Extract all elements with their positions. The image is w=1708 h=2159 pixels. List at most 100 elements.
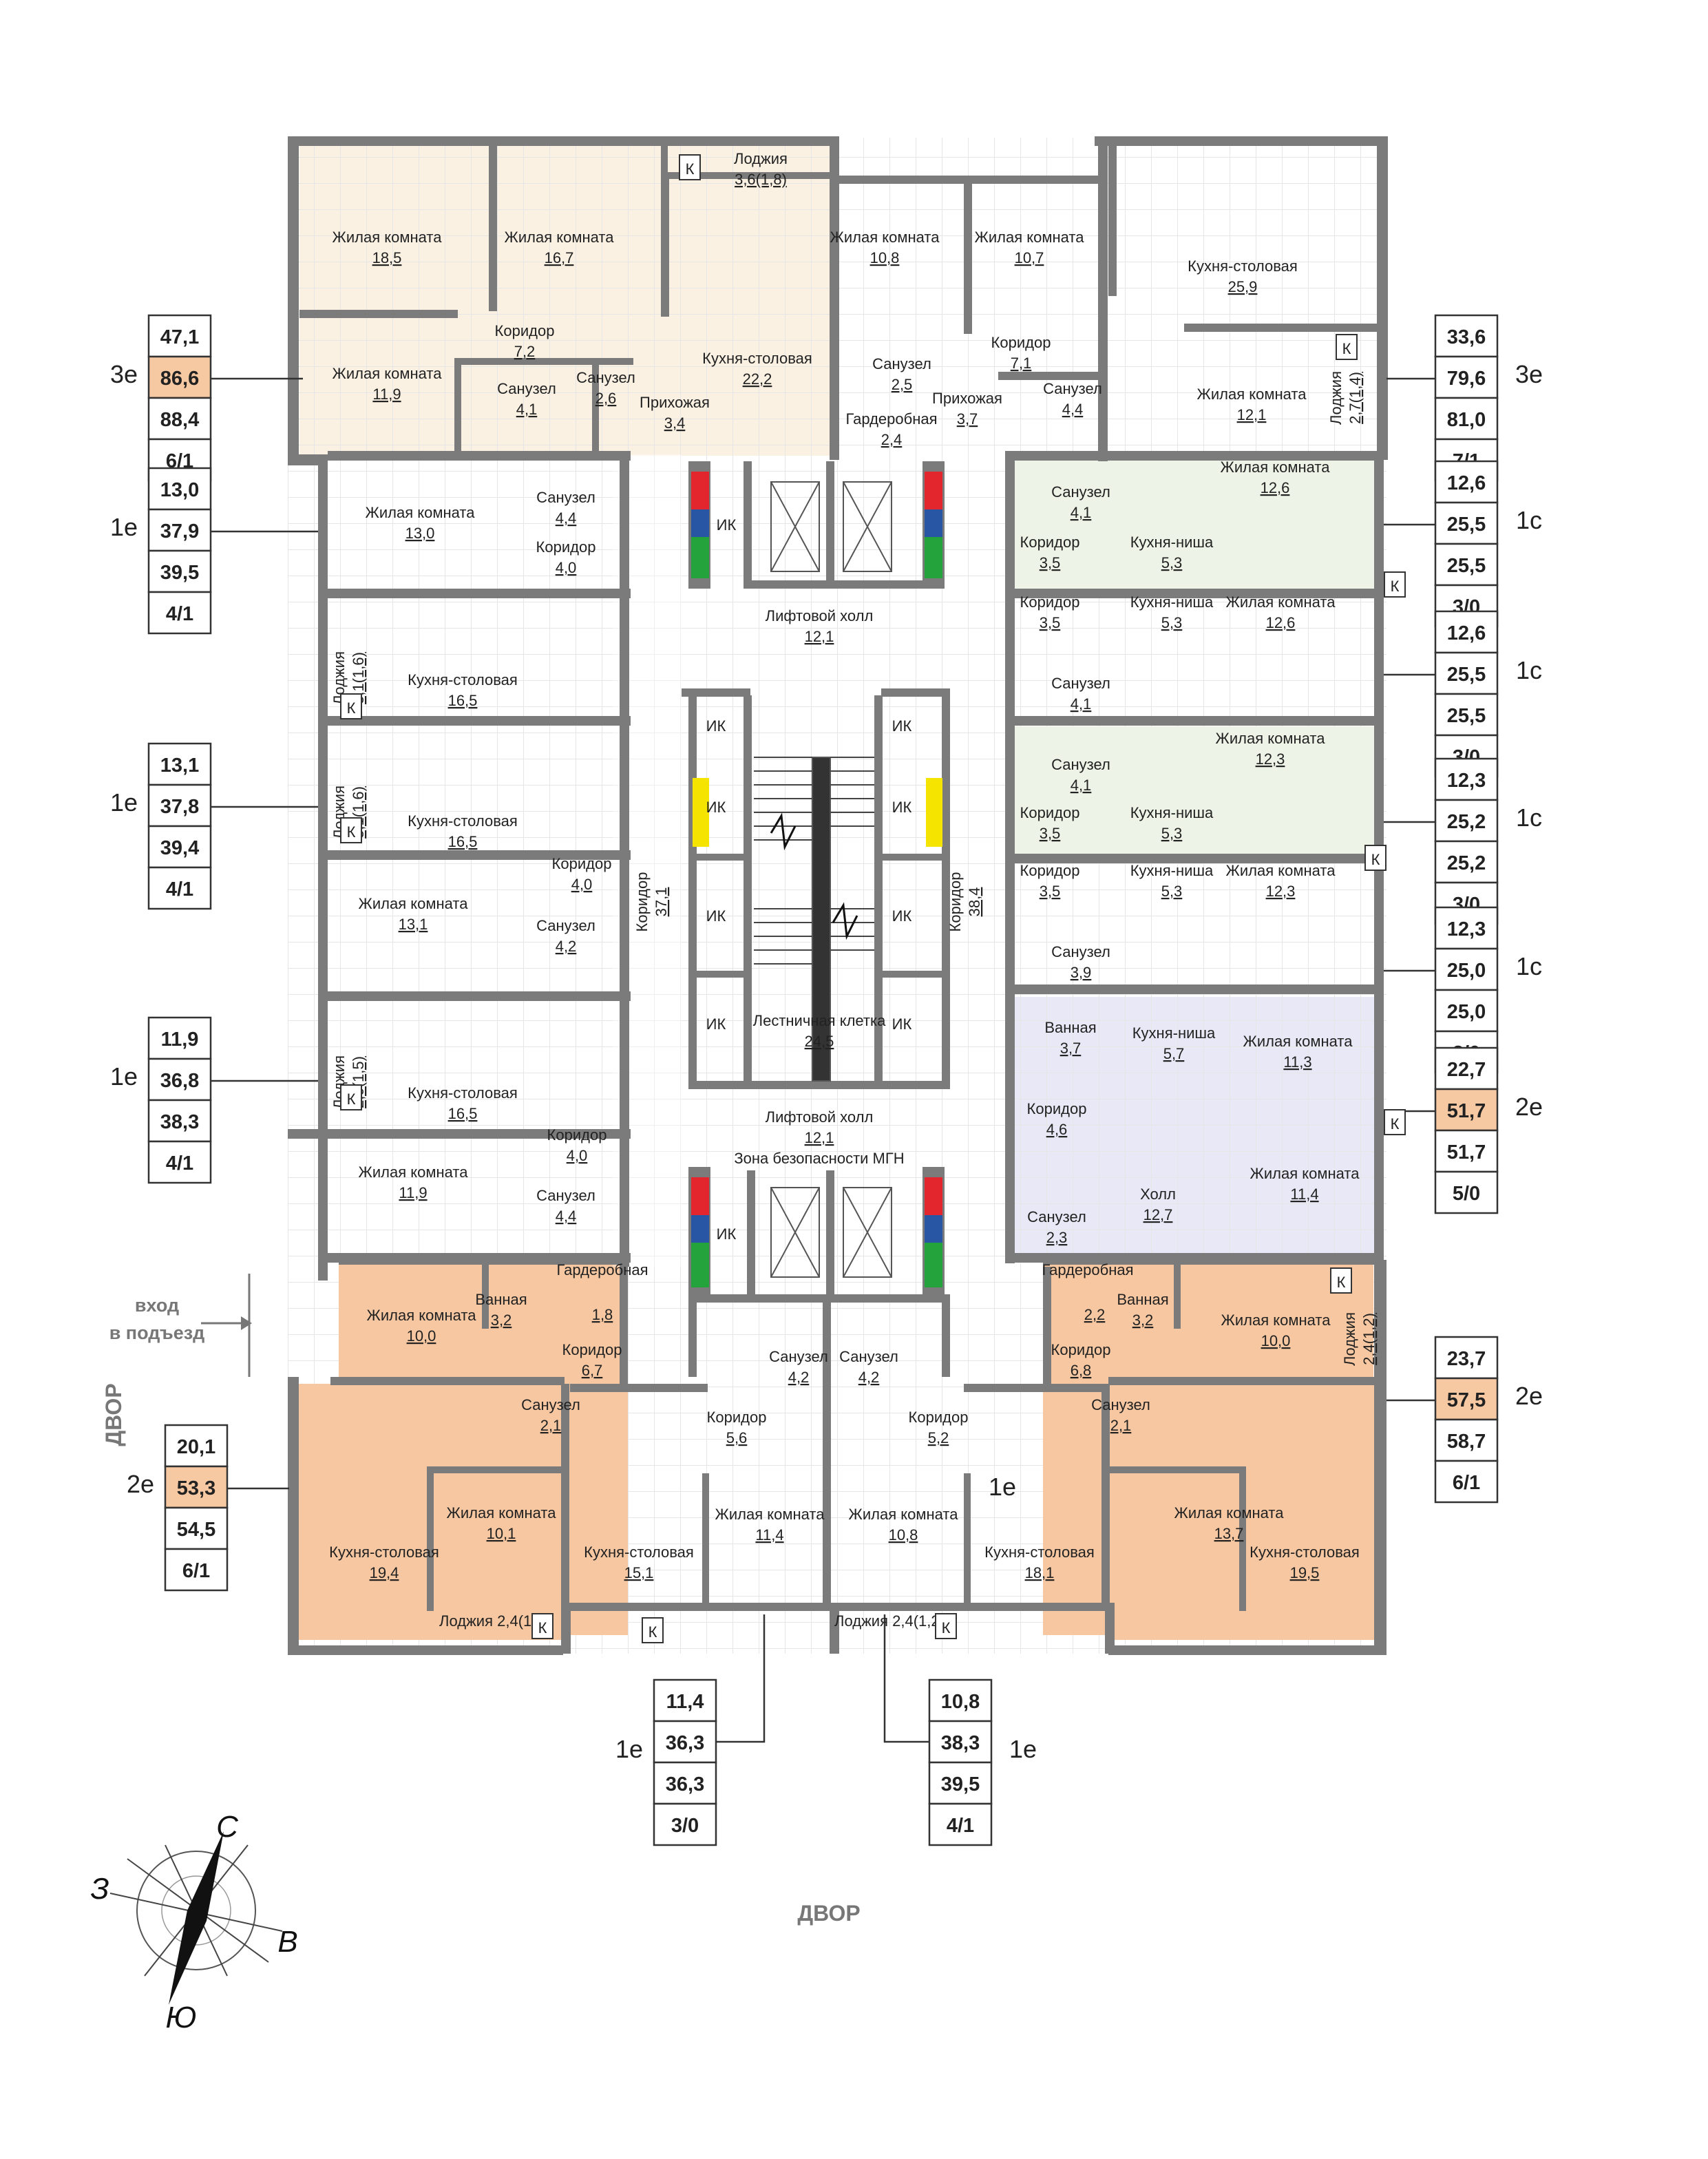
- room-area: 2,7(1,4): [1347, 372, 1364, 424]
- room-area: 3,5: [1040, 825, 1061, 842]
- room-name: Жилая комната: [715, 1506, 825, 1523]
- k-marker-box: [1384, 1109, 1406, 1135]
- apartment-info-cell: 23,7: [1447, 1348, 1486, 1370]
- apartment-info-cell-box: [164, 1506, 229, 1550]
- room-area: 5,3: [1161, 554, 1183, 571]
- room-area: 2,3: [1046, 1229, 1068, 1246]
- k-marker-box: [1330, 1267, 1352, 1294]
- room-name: Коридор: [633, 872, 651, 932]
- ik-label: ИК: [706, 1015, 726, 1033]
- apartment-1c-fill-a: [1005, 458, 1377, 589]
- zone-label: Зона безопасности МГН: [734, 1150, 904, 1167]
- k-marker: К: [347, 699, 356, 717]
- apartment-info-cell-box: [147, 1140, 212, 1184]
- room-area: 3,9: [1071, 964, 1092, 981]
- apartment-info-cell-box: [1434, 1088, 1499, 1132]
- room-area: 12,1: [805, 1129, 834, 1146]
- room-name: Кухня-столовая: [329, 1544, 439, 1561]
- room-area: 5,2: [928, 1429, 949, 1446]
- room-name: Санузел: [769, 1348, 828, 1365]
- apartment-info-box: 13,137,839,44/11е: [110, 742, 318, 910]
- apartment-info-cell: 81,0: [1447, 409, 1486, 431]
- room-area: 22,2: [743, 370, 772, 388]
- apartment-info-boxes: 47,186,688,46/13е13,037,939,54/11е13,137…: [110, 314, 1543, 1846]
- apartment-info-cell: 4/1: [947, 1815, 974, 1837]
- apartment-info-cell: 33,6: [1447, 326, 1486, 348]
- room-area: 10,7: [1015, 249, 1044, 266]
- room-name: Лоджия: [1341, 1312, 1358, 1366]
- compass-west: З: [90, 1872, 109, 1906]
- apartment-info-cell: 12,3: [1447, 918, 1486, 940]
- room-area: 2,2: [1084, 1306, 1106, 1323]
- k-marker: К: [1342, 340, 1351, 357]
- ik-label: ИК: [892, 1015, 912, 1033]
- room-name: Жилая комната: [849, 1506, 959, 1523]
- room-name: Санузел: [1051, 675, 1110, 692]
- room-name: Кухня-столовая: [584, 1544, 694, 1561]
- k-marker: К: [347, 1091, 356, 1108]
- room-name: Прихожая: [932, 390, 1002, 407]
- apartment-info-cell: 25,0: [1447, 1001, 1486, 1023]
- apartment-info-cell: 13,0: [160, 479, 199, 501]
- apartment-info-cell: 88,4: [160, 409, 199, 431]
- apartment-info-box: 12,325,225,23/01с: [1384, 757, 1542, 925]
- yard-left-label: двор: [101, 1383, 126, 1446]
- ik-label: ИК: [706, 717, 726, 735]
- apartment-info-cell: 79,6: [1447, 368, 1486, 390]
- room-area: 2,4: [881, 431, 903, 448]
- room-name: Кухня-столовая: [1250, 1544, 1360, 1561]
- room-name: Лоджия: [734, 150, 788, 167]
- room-area: 10,0: [407, 1327, 436, 1345]
- room-area: 4,1: [516, 401, 538, 418]
- room-name: Кухня-столовая: [408, 812, 518, 830]
- room-area: 3,5: [1040, 614, 1061, 631]
- entrance-label-1: вход: [135, 1295, 179, 1316]
- room-name: Санузел: [576, 369, 635, 386]
- room-label: Гардеробная: [1042, 1261, 1133, 1278]
- room-name: Коридор: [1027, 1100, 1087, 1117]
- apartment-info-cell-box: [928, 1720, 993, 1764]
- apartment-info-cell: 58,7: [1447, 1431, 1486, 1453]
- apartment-info-cell-box: [1434, 947, 1499, 991]
- room-area: 4,1: [1071, 695, 1092, 713]
- apartment-info-cell-box: [1434, 1046, 1499, 1091]
- room-name: Жилая комната: [1226, 593, 1336, 611]
- room-area: 16,7: [545, 249, 574, 266]
- apartment-info-cell-box: [1434, 1336, 1499, 1380]
- room-name: Санузел: [1091, 1396, 1150, 1413]
- apartment-type-label: 1е: [615, 1735, 643, 1763]
- apartment-info-cell-box: [147, 1099, 212, 1143]
- room-area: 16,5: [448, 692, 478, 709]
- room-name: Санузел: [1043, 380, 1102, 397]
- room-area: 4,4: [556, 1208, 577, 1225]
- room-label: Гардеробная: [556, 1261, 648, 1278]
- room-name: Коридор: [947, 872, 964, 932]
- apartment-info-cell-box: [147, 591, 212, 635]
- k-marker-box: [340, 817, 362, 843]
- room-area: 4,6: [1046, 1121, 1068, 1138]
- apartment-type-label: 1е: [110, 788, 138, 817]
- k-marker: К: [347, 823, 356, 841]
- room-name: Санузел: [1027, 1208, 1086, 1225]
- compass-east: В: [277, 1925, 297, 1959]
- apartment-info-cell: 25,5: [1447, 664, 1486, 686]
- room-area: 4,1: [1071, 504, 1092, 521]
- room-area: 38,4: [966, 887, 983, 917]
- room-area: 7,1: [1011, 355, 1032, 372]
- room-name: Кухня-ниша: [1130, 862, 1214, 879]
- apartment-info-cell-box: [1434, 1170, 1499, 1214]
- apartment-info-cell: 6/1: [1453, 1472, 1480, 1494]
- room-area: 12,7: [1143, 1206, 1173, 1223]
- apartment-info-box: 20,153,354,56/12е: [127, 1424, 289, 1592]
- room-area: 13,1: [399, 916, 428, 933]
- ik-label: ИК: [892, 717, 912, 735]
- k-marker: К: [686, 160, 695, 178]
- room-area: 6,8: [1071, 1362, 1092, 1379]
- room-area: 3,6(1,8): [735, 171, 787, 188]
- apartment-type-label: 2е: [127, 1470, 154, 1498]
- ik-label: ИК: [706, 907, 726, 925]
- room-area: 12,3: [1256, 750, 1285, 768]
- apartment-info-cell-box: [1434, 1377, 1499, 1421]
